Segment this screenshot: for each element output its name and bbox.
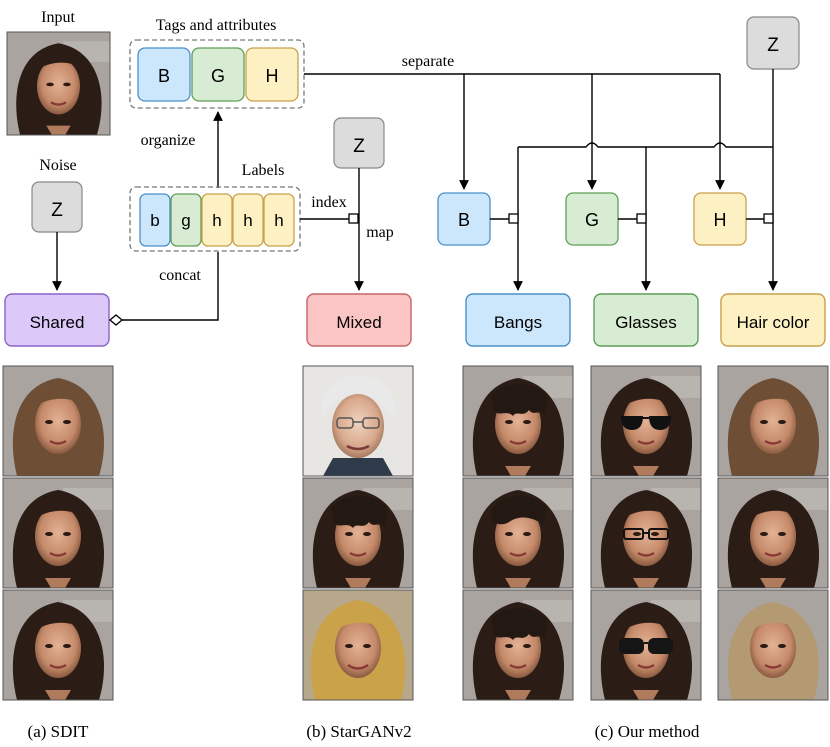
stargan-z-box: Z <box>333 117 385 169</box>
tag-b-square <box>508 213 519 224</box>
glasses-output-3 <box>590 589 702 701</box>
shared-text: Shared <box>30 313 85 332</box>
tag-h-square <box>763 213 774 224</box>
input-image <box>6 31 111 136</box>
tag-box-h: H <box>245 47 299 102</box>
index-square <box>348 213 359 224</box>
caption-ours: (c) Our method <box>595 722 700 741</box>
glasses-output-1 <box>590 365 702 477</box>
hair-color-output-1 <box>717 365 829 477</box>
labels-label: Labels <box>242 162 285 179</box>
label-g-text: g <box>181 211 190 230</box>
our-tag-b-text: B <box>458 210 470 230</box>
input-label: Input <box>41 9 75 26</box>
our-z-text: Z <box>767 35 779 56</box>
hair-color-output-2 <box>717 477 829 589</box>
shared-box: Shared <box>4 293 110 347</box>
our-tag-h-text: H <box>714 210 727 230</box>
stargan-output-1 <box>302 365 414 477</box>
our-tag-b: B <box>437 192 491 246</box>
separate-label: separate <box>402 53 454 70</box>
hair-color-box: Hair color <box>720 293 826 347</box>
concat-label: concat <box>159 267 201 284</box>
label-box-h2: h <box>232 193 264 247</box>
tag-box-b: B <box>137 47 191 102</box>
caption-stargan: (b) StarGANv2 <box>306 722 411 741</box>
bangs-box: Bangs <box>465 293 571 347</box>
label-box-h1: h <box>201 193 233 247</box>
tag-h-text: H <box>266 66 279 86</box>
tag-g-text: G <box>211 66 225 86</box>
tag-b-text: B <box>158 66 170 86</box>
label-h2-text: h <box>243 211 252 230</box>
label-box-g: g <box>170 193 202 247</box>
our-tag-h: H <box>693 192 747 246</box>
glasses-box: Glasses <box>593 293 699 347</box>
concat-diamond <box>108 314 124 326</box>
our-tag-g: G <box>565 192 619 246</box>
bangs-output-1 <box>462 365 574 477</box>
stargan-output-2 <box>302 477 414 589</box>
tags-attributes-label: Tags and attributes <box>156 17 277 34</box>
bangs-output-2 <box>462 477 574 589</box>
sdit-output-1 <box>2 365 114 477</box>
noise-z-box: Z <box>31 181 83 233</box>
stargan-output-3 <box>302 589 414 701</box>
label-h1-text: h <box>212 211 221 230</box>
mixed-text: Mixed <box>336 313 381 332</box>
z-distribution-line <box>518 142 773 148</box>
index-label: index <box>311 194 347 211</box>
hair-color-text: Hair color <box>737 313 810 332</box>
caption-sdit: (a) SDIT <box>28 722 90 741</box>
stargan-z-text: Z <box>353 136 365 157</box>
our-tag-g-text: G <box>585 210 599 230</box>
glasses-text: Glasses <box>615 313 676 332</box>
sdit-output-3 <box>2 589 114 701</box>
bangs-output-3 <box>462 589 574 701</box>
label-h3-text: h <box>274 211 283 230</box>
our-z-box: Z <box>746 16 800 70</box>
label-box-h3: h <box>263 193 295 247</box>
map-label: map <box>366 224 394 241</box>
sdit-output-2 <box>2 477 114 589</box>
glasses-output-2 <box>590 477 702 589</box>
noise-label: Noise <box>39 157 76 174</box>
bangs-text: Bangs <box>494 313 542 332</box>
noise-z-text: Z <box>51 200 63 221</box>
tag-g-square <box>636 213 647 224</box>
label-b-text: b <box>150 211 159 230</box>
label-box-b: b <box>139 193 171 247</box>
tags-group <box>129 39 305 109</box>
concat-connector <box>122 252 219 321</box>
hair-color-output-3 <box>717 589 829 701</box>
tag-box-g: G <box>191 47 245 102</box>
mixed-box: Mixed <box>306 293 412 347</box>
organize-label: organize <box>141 132 196 149</box>
